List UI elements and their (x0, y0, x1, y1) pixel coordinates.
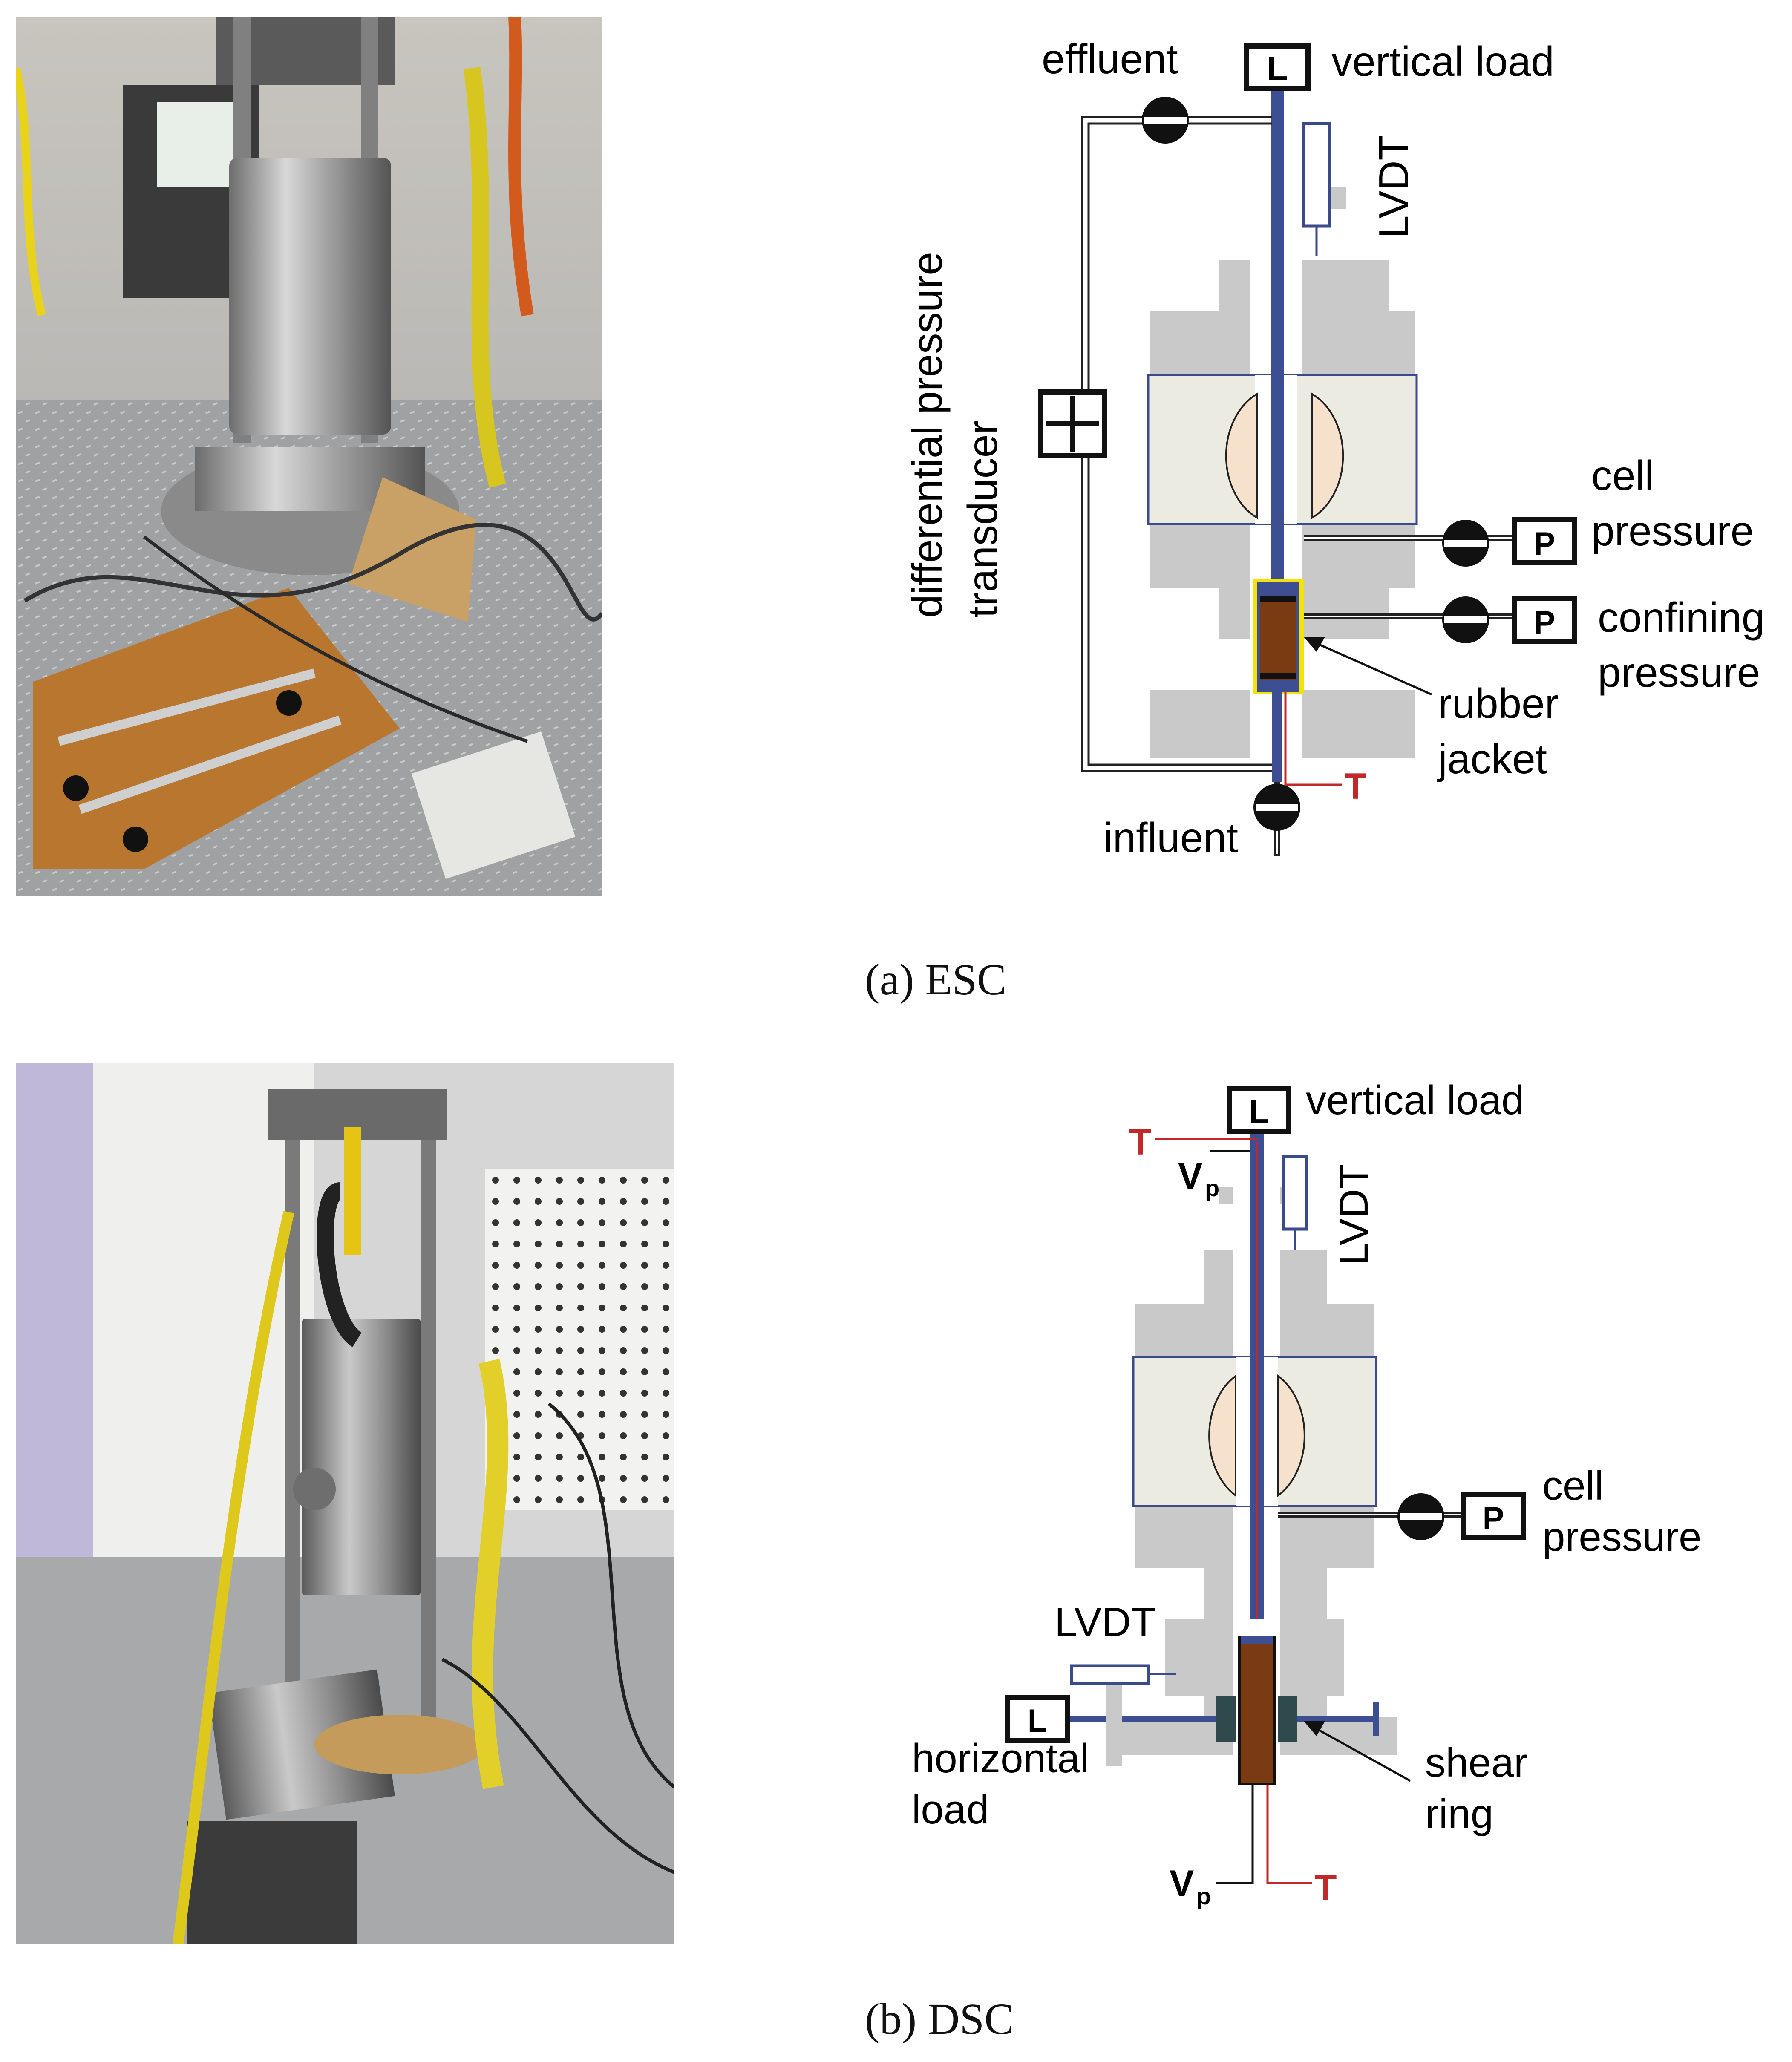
esc-rubber-label: rubber (1438, 680, 1559, 727)
esc-window-right (1311, 392, 1344, 519)
esc-lvdt-label: LVDT (1370, 135, 1417, 239)
dsc-top-lvdt-shape (1282, 1155, 1308, 1231)
dsc-cell-pressure-line: P (1278, 1492, 1526, 1540)
esc-load-box-label: L (1267, 49, 1288, 87)
esc-vertical-load-label: vertical load (1331, 38, 1554, 85)
dsc-schematic: L L P vertical load T (912, 1077, 1702, 1909)
esc-schematic: L P (904, 35, 1765, 861)
esc-confining-pressure-label: pressure (1598, 649, 1760, 696)
dsc-h-load-box (1005, 1695, 1070, 1743)
esc-transducer-label: transducer (959, 420, 1006, 618)
esc-piston (1271, 64, 1284, 592)
esc-diff-pressure-label: differential pressure (904, 252, 951, 618)
esc-jacket-arrow (1316, 642, 1432, 696)
dsc-temp-top-label: T (1129, 1122, 1152, 1163)
esc-confining-p-box-label: P (1534, 605, 1556, 641)
dsc-load-box (1227, 1086, 1291, 1134)
esc-cell-pressure-line: P (1304, 517, 1577, 567)
dsc-lvdt-side-label: LVDT (1054, 1599, 1156, 1645)
dsc-load-box-label: L (1249, 1092, 1270, 1130)
dsc-shear-arrow (1314, 1726, 1411, 1782)
esc-load-box (1244, 43, 1311, 91)
dsc-h-load-box-label: L (1028, 1703, 1047, 1739)
esc-influent-label: influent (1103, 814, 1238, 861)
dsc-vp-top-label: V (1178, 1156, 1202, 1197)
esc-cell-label: cell (1591, 452, 1654, 499)
dsc-vertical-load-label: vertical load (1306, 1077, 1524, 1123)
caption-esc: (a) ESC (865, 955, 1007, 1004)
dsc-lvdt-top-label: LVDT (1331, 1164, 1377, 1265)
dsc-cell-p-box-label: P (1483, 1500, 1504, 1537)
esc-influent-valve-icon (1253, 782, 1300, 856)
esc-apparatus-photo (16, 17, 602, 896)
dsc-vp-bottom-label: V (1170, 1863, 1194, 1904)
esc-jacket-label: jacket (1437, 735, 1547, 782)
dsc-cell-label: cell (1542, 1463, 1604, 1509)
dsc-side-lvdt-shape (1070, 1664, 1150, 1685)
esc-confining-pressure-line: P (1304, 596, 1577, 644)
caption-dsc: (b) DSC (865, 1995, 1014, 2044)
dsc-window-left (1208, 1374, 1236, 1497)
esc-temperature-label: T (1344, 766, 1367, 807)
esc-specimen (1260, 596, 1296, 680)
dsc-shear-label: shear (1425, 1740, 1527, 1786)
esc-effluent-label: effluent (1042, 35, 1178, 82)
dsc-temp-bottom-label: T (1314, 1867, 1337, 1908)
esc-effluent-valve-icon (1142, 97, 1189, 144)
esc-cell-p-box-label: P (1534, 526, 1556, 562)
dsc-ring-label: ring (1425, 1791, 1493, 1837)
dsc-specimen (1241, 1642, 1273, 1783)
dsc-vp-top-subscript: p (1205, 1175, 1219, 1201)
dsc-pressure-label: pressure (1542, 1514, 1702, 1560)
dsc-horizontal-label: horizontal (912, 1736, 1089, 1781)
dsc-load-label: load (912, 1787, 989, 1832)
dsc-shear-ring-left (1216, 1696, 1236, 1742)
esc-window-left (1225, 392, 1258, 519)
dsc-shear-ring-right (1278, 1696, 1297, 1742)
esc-confining-label: confining (1598, 594, 1765, 641)
esc-temperature-line (1284, 692, 1342, 786)
dsc-window-right (1277, 1374, 1305, 1497)
esc-lvdt-shape (1302, 122, 1331, 228)
dsc-apparatus-photo (16, 1063, 674, 1944)
esc-cell-pressure-label: pressure (1591, 507, 1754, 554)
dsc-vp-bottom-subscript: p (1196, 1883, 1211, 1909)
